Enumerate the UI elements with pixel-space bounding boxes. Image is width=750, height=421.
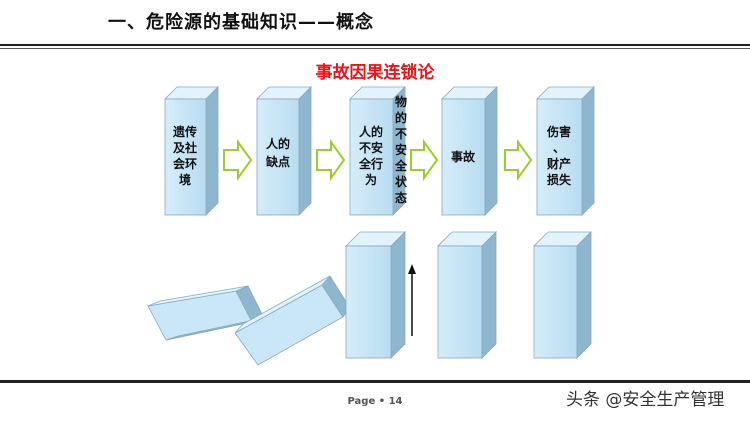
box-label-line: 、	[553, 141, 565, 155]
box-label-line: 全行	[358, 156, 383, 171]
box-label-line: 为	[365, 172, 377, 187]
standing-domino-2	[437, 231, 497, 359]
chain-arrow	[223, 138, 253, 182]
box-label-line: 人的	[266, 136, 290, 151]
domino-box-accident: 事故	[441, 86, 498, 216]
box-label-line: 不安	[359, 140, 383, 155]
box-label-line: 伤害	[546, 124, 571, 139]
page-number: Page • 14	[347, 396, 403, 407]
side-label-char: 全	[394, 158, 408, 173]
watermark: 头条 @安全生产管理	[566, 390, 725, 410]
box-label-line: 及社	[173, 140, 197, 155]
box-label-line: 损失	[547, 172, 572, 187]
standing-domino-1	[345, 231, 406, 359]
box-label-line: 缺点	[266, 154, 290, 169]
box-label-line: 人的	[359, 124, 383, 139]
box-label-line: 事故	[451, 149, 476, 164]
domino-box-personal-defects: 人的 缺点	[256, 86, 312, 216]
side-label-char: 态	[395, 190, 407, 205]
side-label-char: 物	[395, 94, 407, 109]
diagram-title: 事故因果连锁论	[315, 63, 435, 83]
side-label-char: 状	[395, 174, 408, 189]
header-divider	[0, 44, 750, 46]
chain-arrow	[504, 138, 533, 182]
fallen-domino-2	[234, 275, 351, 366]
chain-arrow	[316, 138, 346, 182]
side-label-char: 安	[395, 142, 407, 157]
domino-box-unsafe-acts: 人的 不安 全行 为 物 的 不 安 全 状 态	[349, 86, 408, 216]
box-label-line: 会环	[173, 156, 197, 171]
fallen-domino-1	[147, 285, 265, 341]
side-label-char: 不	[395, 127, 407, 141]
chain-arrow	[410, 138, 439, 182]
box-label-line: 境	[179, 172, 191, 187]
box-label-line: 遗传	[172, 124, 197, 139]
side-label-char: 的	[395, 110, 407, 125]
header-divider-thin	[0, 48, 750, 49]
standing-domino-3	[533, 231, 592, 359]
box-label-line: 财产	[546, 156, 571, 171]
domino-box-injury-loss: 伤害 、 财产 损失	[536, 86, 595, 216]
upward-arrow	[408, 264, 416, 336]
domino-box-heredity: 遗传 及社 会环 境	[164, 86, 219, 216]
footer-divider	[0, 380, 750, 383]
page-title: 一、危险源的基础知识——概念	[108, 12, 374, 33]
